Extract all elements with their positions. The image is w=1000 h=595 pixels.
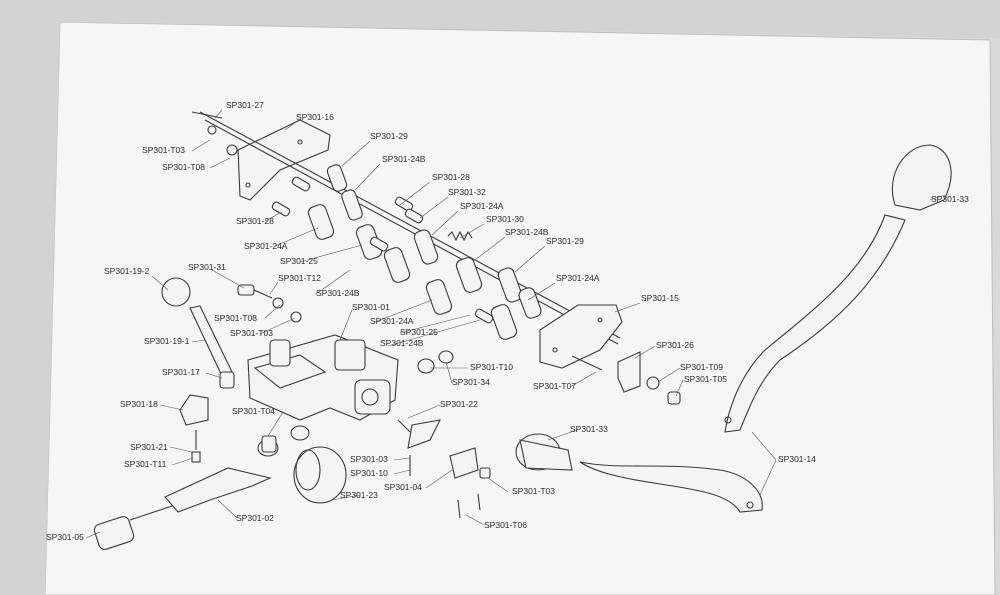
callout-label: SP301-T03 xyxy=(230,328,273,338)
lever-sp301-14-upper xyxy=(724,214,906,433)
callout-label: SP301-27 xyxy=(226,100,264,110)
callout-label: SP301-T08 xyxy=(214,313,257,323)
callout-label: SP301-21 xyxy=(130,442,168,452)
axle-rod xyxy=(199,111,621,345)
shaft-sp301-19-1 xyxy=(161,277,235,389)
bracket-sp301-18 xyxy=(179,394,209,463)
callout-label: SP301-22 xyxy=(440,399,478,409)
callout-label: SP301-26 xyxy=(656,340,694,350)
callout-label: SP301-T04 xyxy=(232,406,275,416)
lever-sp301-14-lower xyxy=(579,461,763,513)
bolt-sp301-27 xyxy=(191,111,238,156)
callout-label: SP301-25 xyxy=(400,327,438,337)
bushings-sp301-t04 xyxy=(257,425,310,457)
leader-lines xyxy=(85,109,946,539)
callout-label: SP301-19-2 xyxy=(104,266,150,276)
callout-label: SP301-17 xyxy=(162,367,200,377)
bracket-sp301-26 xyxy=(571,351,681,405)
callout-label: SP301-T12 xyxy=(278,273,321,283)
sleeve-sp301-23 xyxy=(293,446,347,504)
bolt-sp301-31 xyxy=(237,284,302,323)
callout-label: SP301-24A xyxy=(244,241,288,251)
callout-label: SP301-19-1 xyxy=(144,336,190,346)
callout-label: SP301-24B xyxy=(316,288,360,298)
callout-label: SP301-02 xyxy=(236,513,274,523)
callout-label: SP301-34 xyxy=(452,377,490,387)
callout-label: SP301-24A xyxy=(370,316,414,326)
callout-label: SP301-16 xyxy=(296,112,334,122)
callout-label: SP301-24A xyxy=(556,273,600,283)
callout-label: SP301-T09 xyxy=(680,362,723,372)
callout-label: SP301-28 xyxy=(432,172,470,182)
callout-label: SP301-T03 xyxy=(142,145,185,155)
callout-label: SP301-32 xyxy=(448,187,486,197)
handle-sp301-02 xyxy=(93,467,272,550)
callout-label: SP301-29 xyxy=(546,236,584,246)
bracket-sp301-16 xyxy=(237,119,331,201)
callout-label: SP301-18 xyxy=(120,399,158,409)
callout-label: SP301-24B xyxy=(505,227,549,237)
callout-label: SP301-33 xyxy=(570,424,608,434)
callout-label: SP301-T05 xyxy=(684,374,727,384)
callout-label: SP301-T07 xyxy=(533,381,576,391)
base-sp301-01 xyxy=(247,334,399,421)
small-parts-sp301-22-03-04-10 xyxy=(397,350,491,519)
callout-label: SP301-T03 xyxy=(512,486,555,496)
callout-label: SP301-24A xyxy=(460,201,504,211)
callout-label: SP301-14 xyxy=(778,454,816,464)
callout-label: SP301-25 xyxy=(280,256,318,266)
callout-label: SP301-15 xyxy=(641,293,679,303)
callout-label: SP301-01 xyxy=(352,302,390,312)
callout-label: SP301-24B xyxy=(380,338,424,348)
callout-label: SP301-24B xyxy=(382,154,426,164)
callout-label: SP301-28 xyxy=(236,216,274,226)
callout-label: SP301-T08 xyxy=(162,162,205,172)
bracket-sp301-15 xyxy=(539,304,623,369)
knob-sp301-33 xyxy=(891,144,952,211)
callout-label: SP301-31 xyxy=(188,262,226,272)
callout-labels: SP301-27 SP301-16 SP301-T03 SP301-T08 SP… xyxy=(46,100,969,542)
callout-label: SP301-10 xyxy=(350,468,388,478)
callout-label: SP301-23 xyxy=(340,490,378,500)
callout-label: SP301-30 xyxy=(486,214,524,224)
sleeve-sp301-33-lower xyxy=(515,433,573,471)
callout-label: SP301-03 xyxy=(350,454,388,464)
callout-label: SP301-T06 xyxy=(484,520,527,530)
callout-label: SP301-33 xyxy=(931,194,969,204)
callout-label: SP301-T10 xyxy=(470,362,513,372)
paper-sheet xyxy=(44,21,996,595)
callout-label: SP301-04 xyxy=(384,482,422,492)
callout-label: SP301-29 xyxy=(370,131,408,141)
callout-label: SP301-05 xyxy=(46,532,84,542)
callout-label: SP301-T11 xyxy=(124,459,167,469)
